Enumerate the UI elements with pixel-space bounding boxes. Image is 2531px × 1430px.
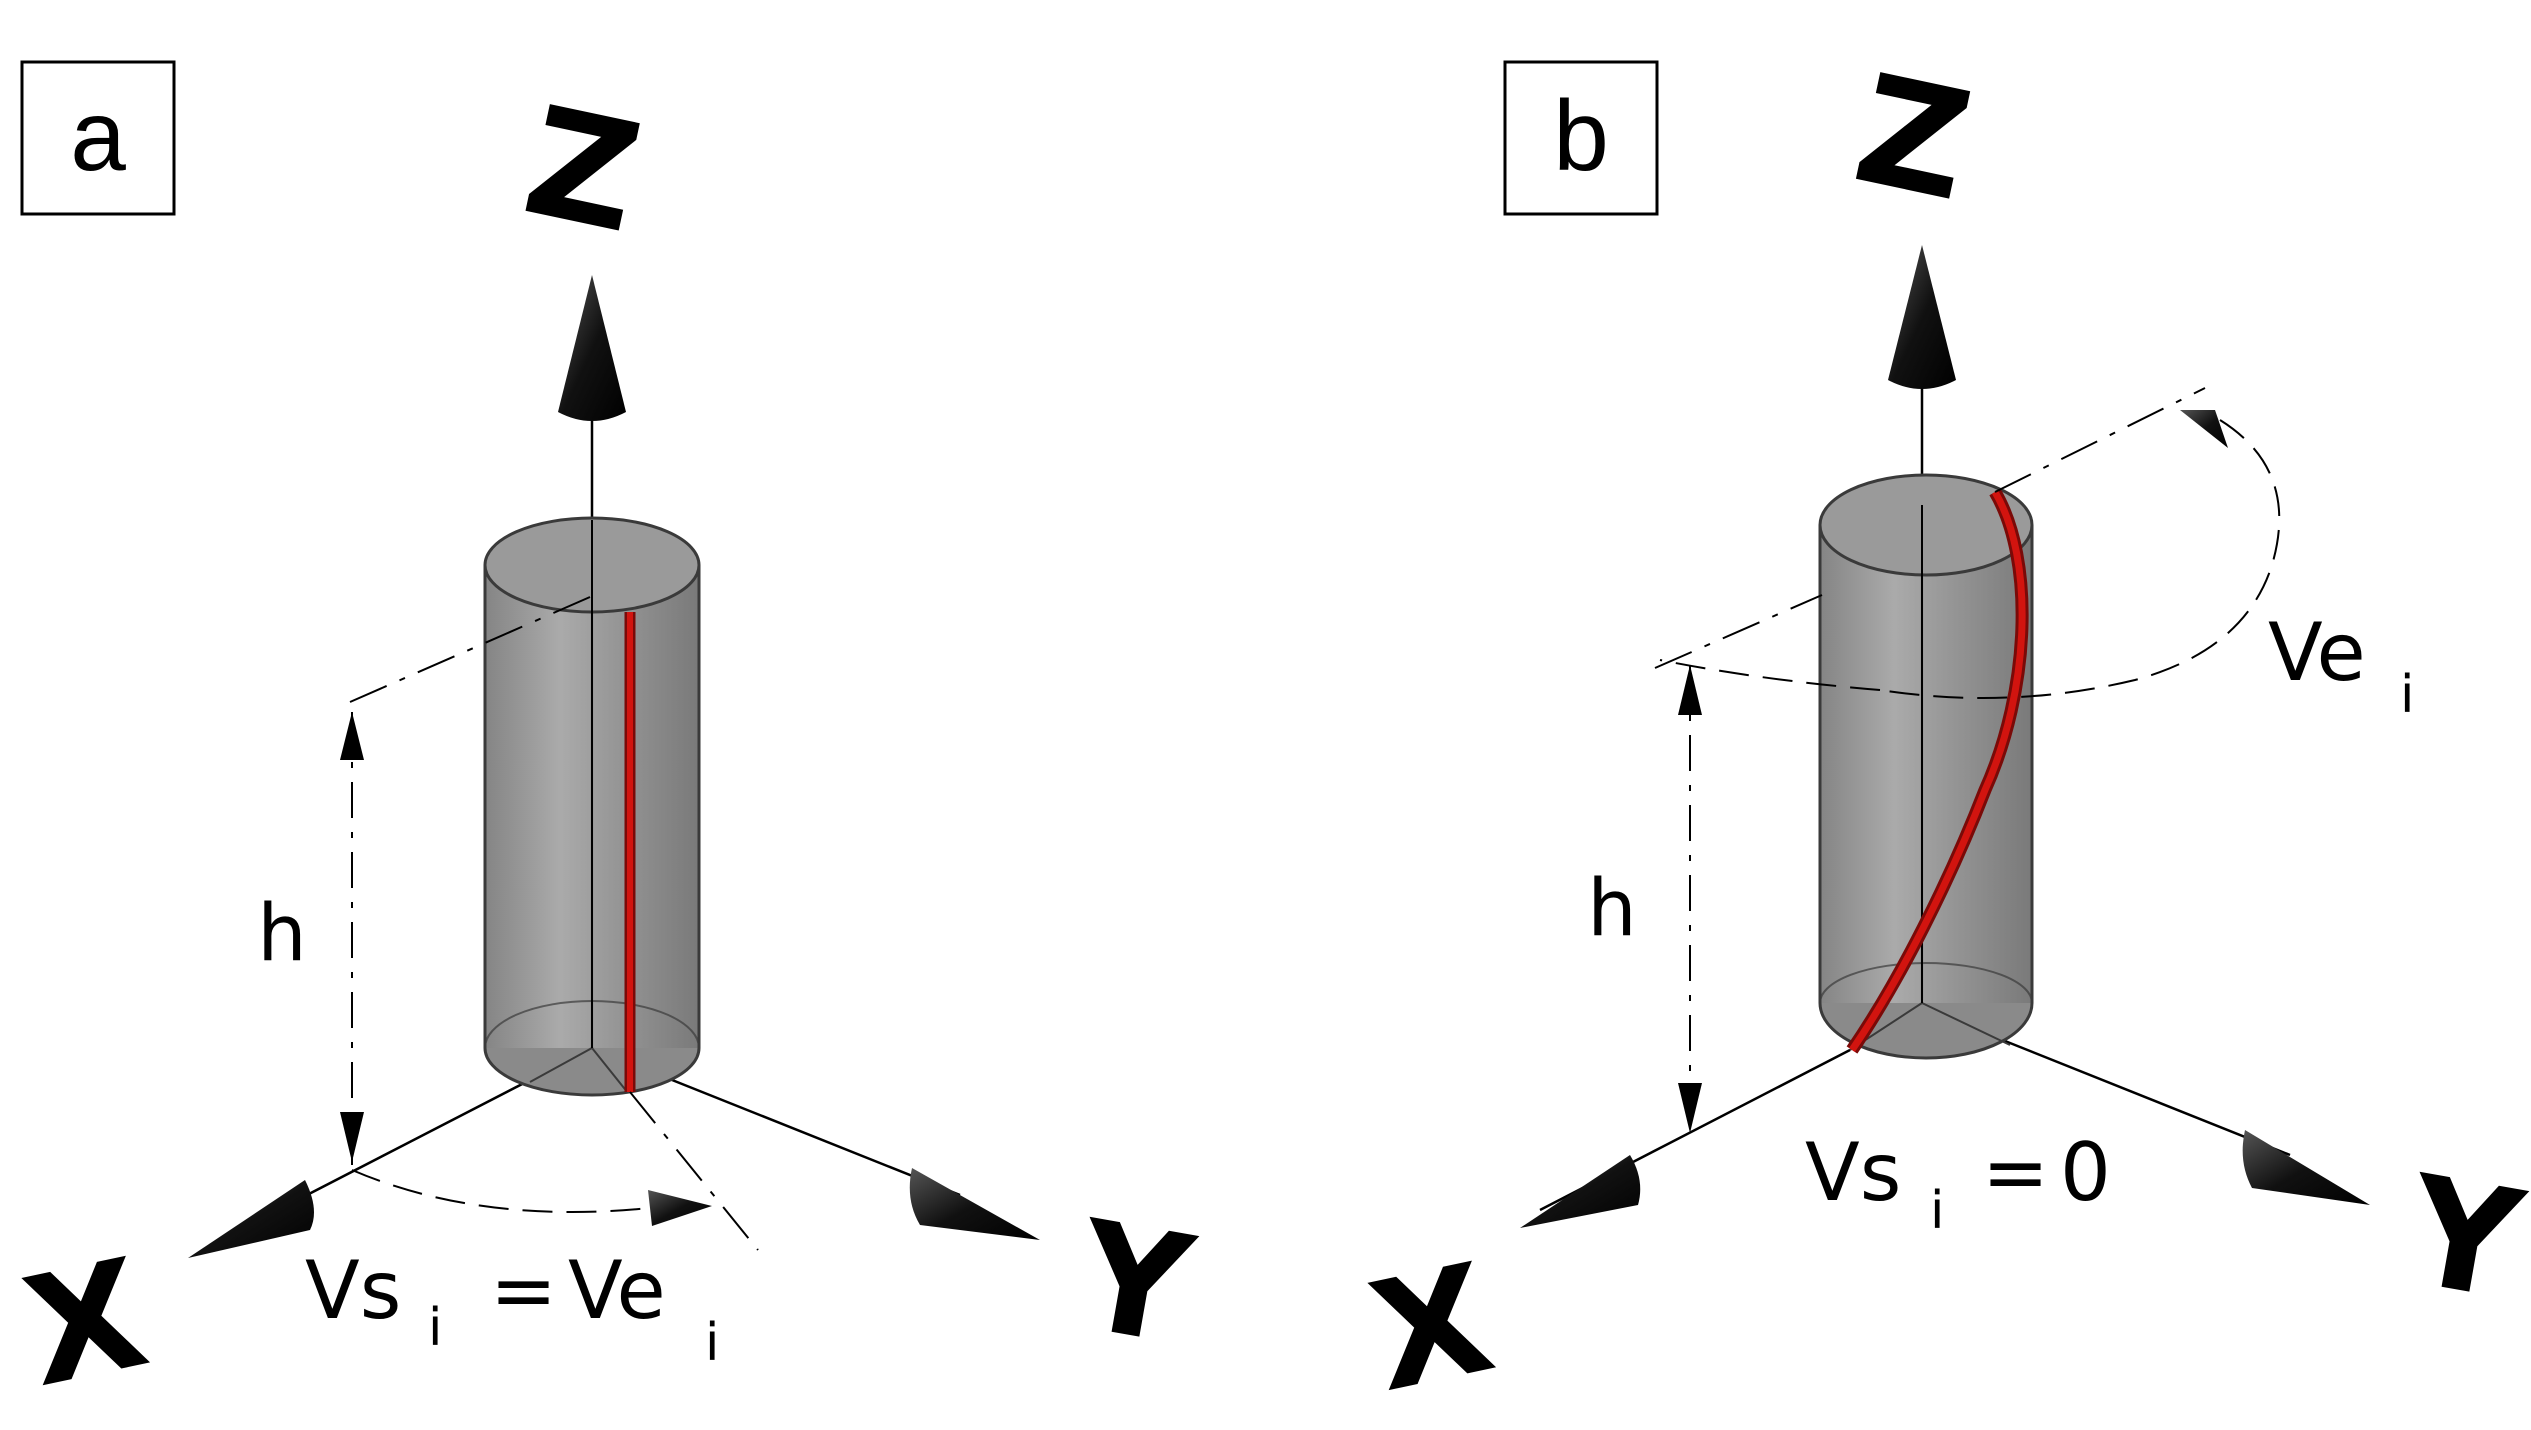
panel-a-x-label: X [11, 1227, 160, 1421]
panel-b-fiber-top-extension [1994, 387, 2206, 493]
panel-a-height-arrow-down [340, 1112, 364, 1162]
panel-a-equals: = [490, 1244, 557, 1337]
panel-b-height-arrow-down [1678, 1083, 1702, 1133]
panel-b-x-label: X [1357, 1232, 1506, 1426]
panel-a-rotation-arc [351, 1169, 651, 1213]
panel-a-tag: a [20, 60, 176, 216]
panel-a-top-extension [349, 596, 591, 703]
panel-b-y-axis [1989, 1033, 2291, 1157]
panel-b-vs-symbol: Vs [1805, 1126, 1901, 1219]
panel-b-z-label: Z [1842, 42, 1985, 235]
panel-a-y-arrowhead [909, 1168, 1040, 1240]
panel-b-zero: 0 [2060, 1126, 2111, 1219]
panel-b-rotation-arrowhead [2180, 410, 2228, 448]
panel-a-y-label: Y [1064, 1188, 1205, 1379]
panel-a: a [11, 60, 1205, 1421]
panel-b-tag-box [1503, 60, 1659, 216]
panel-b-y-label: Y [2394, 1143, 2531, 1334]
panel-a-tag-box [20, 60, 176, 216]
panel-b-tag: b [1503, 60, 1659, 216]
panel-b: b [1357, 42, 2531, 1426]
panel-b-rotation-arc-left [1659, 659, 1881, 691]
panel-b-equals: = [1982, 1126, 2049, 1219]
panel-b-start-velocity: Vs i = 0 [1805, 1126, 2111, 1241]
panel-a-velocity-equation: Vs i = Ve i [305, 1244, 719, 1373]
panel-b-vs-subscript: i [1930, 1181, 1944, 1241]
panel-b-ve-subscript: i [2400, 665, 2414, 725]
panel-a-ve-subscript: i [705, 1313, 719, 1373]
panel-b-x-arrowhead [1520, 1155, 1641, 1228]
panel-a-cylinder [483, 516, 701, 1097]
panel-a-vs-subscript: i [428, 1298, 442, 1358]
panel-b-height-arrow-up [1678, 665, 1702, 715]
panel-a-vs-symbol: Vs [305, 1244, 401, 1337]
panel-b-z-arrowhead [1888, 245, 1956, 389]
panel-a-tag-label: a [70, 80, 126, 192]
panel-b-ve-symbol: Ve [2268, 606, 2366, 699]
panel-b-end-velocity: Ve i [2268, 606, 2414, 725]
panel-a-height-arrow-up [340, 712, 364, 760]
panel-b-height-label: h [1587, 864, 1636, 954]
panel-a-rotation-arrowhead [648, 1190, 712, 1226]
panel-a-fiber-extension [629, 1091, 759, 1251]
panel-b-rotation-arc-right [1879, 419, 2281, 699]
panel-a-z-label: Z [511, 74, 654, 267]
panel-b-y-arrowhead [2242, 1130, 2370, 1205]
panel-a-x-arrowhead [188, 1180, 314, 1258]
panel-b-fiber [1849, 490, 2026, 1052]
panel-b-tag-label: b [1553, 80, 1609, 192]
panel-a-ve-symbol: Ve [568, 1244, 666, 1337]
panel-b-top-extension [1654, 594, 1823, 669]
panel-a-z-arrowhead [558, 275, 626, 421]
panel-a-height-label: h [257, 889, 306, 979]
